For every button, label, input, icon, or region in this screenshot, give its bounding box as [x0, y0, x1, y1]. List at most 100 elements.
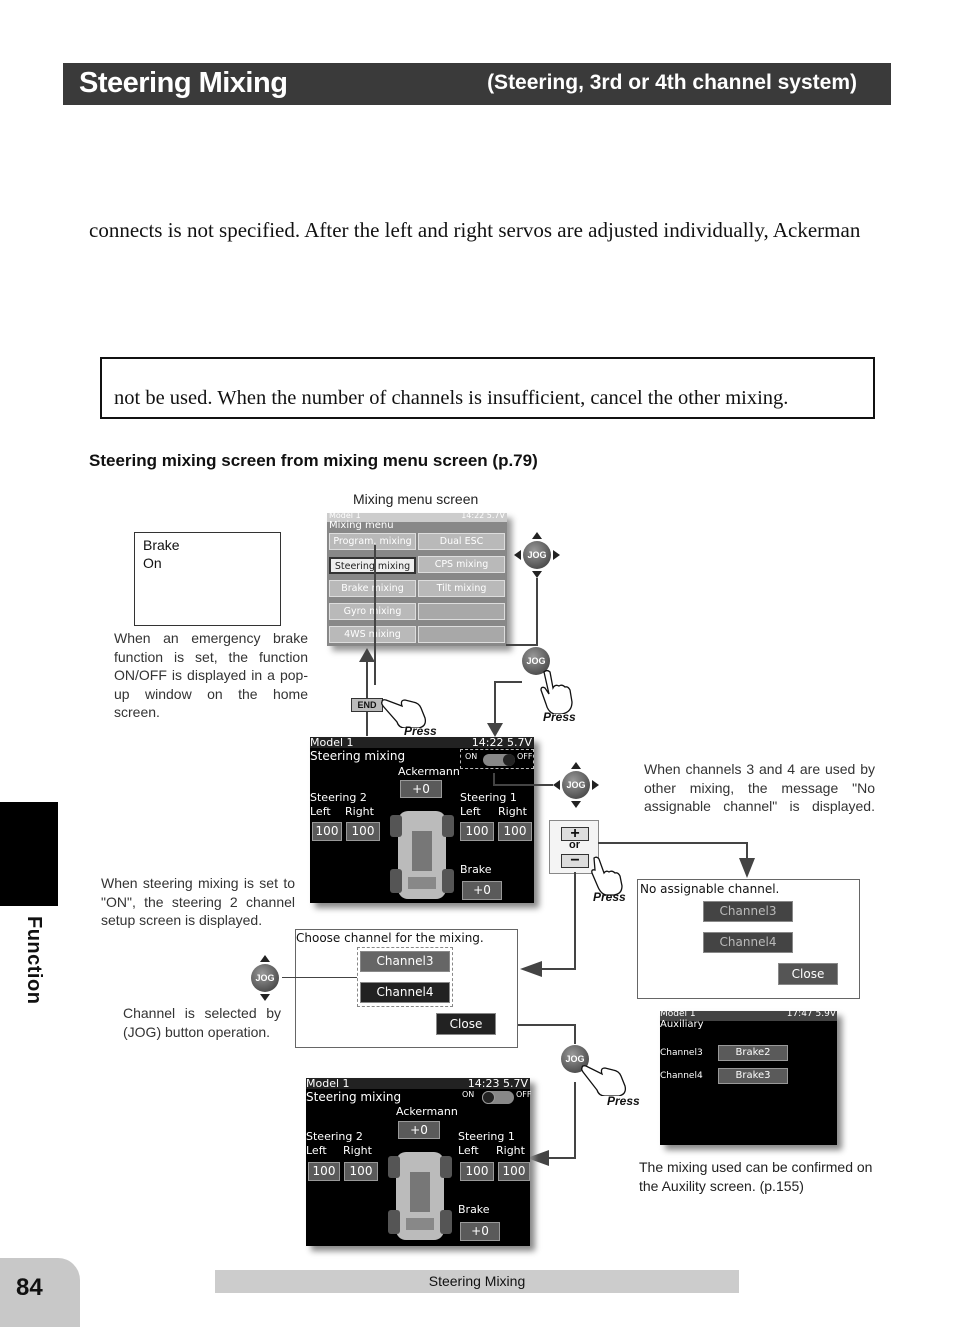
menu-item-dual-esc[interactable]: Dual ESC	[418, 533, 505, 550]
model-label: Model 1	[306, 1077, 350, 1090]
page-title: Steering Mixing	[79, 67, 288, 99]
close-button[interactable]: Close	[436, 1013, 496, 1035]
connector-line	[374, 545, 376, 685]
steering2-right-value[interactable]: 100	[346, 822, 380, 841]
right-label: Right	[345, 805, 374, 818]
jog-label: JOG	[522, 647, 550, 675]
screen-title: Auxiliary	[660, 1019, 704, 1030]
page-number: 84	[16, 1274, 43, 1301]
left-label: Left	[310, 805, 331, 818]
steering2-label: Steering 2	[306, 1130, 363, 1143]
connector-line	[494, 681, 496, 721]
menu-item-brake-mixing[interactable]: Brake mixing	[329, 580, 416, 597]
press-label: Press	[543, 710, 576, 724]
channel-selection-frame	[357, 947, 453, 1007]
page-number-tab	[0, 1258, 80, 1327]
right-label: Right	[343, 1144, 372, 1157]
steering2-left-value[interactable]: 100	[312, 822, 342, 841]
status-label: 17:47 5.9V	[786, 1009, 836, 1019]
brake-popup-box: Brake On	[134, 532, 281, 626]
connector-line	[574, 1082, 576, 1158]
section-heading: Steering mixing screen from mixing menu …	[89, 451, 538, 470]
menu-item-cps-mixing[interactable]: CPS mixing	[418, 556, 505, 573]
aux-row2-value[interactable]: Brake3	[718, 1068, 788, 1084]
connector-line	[518, 1024, 576, 1026]
brake-value[interactable]: +0	[462, 881, 502, 900]
jog-label: JOG	[523, 541, 551, 569]
footer-section-name: Steering Mixing	[215, 1270, 739, 1293]
steering2-right-value[interactable]: 100	[344, 1162, 378, 1181]
aux-row1-value[interactable]: Brake2	[718, 1045, 788, 1061]
connector-line	[574, 1024, 576, 1044]
menu-item-tilt-mixing[interactable]: Tilt mixing	[418, 580, 505, 597]
hand-pointer-icon	[581, 1065, 627, 1096]
right-label: Right	[498, 805, 527, 818]
connector-line	[746, 842, 748, 862]
jog-direction-icon	[553, 762, 599, 808]
steering-on-note: When steering mixing is set to "ON", the…	[101, 875, 295, 928]
hand-pointer-icon	[540, 669, 573, 714]
aux-row1-label: Channel3	[660, 1048, 703, 1058]
connector-line	[574, 872, 576, 970]
page-subtitle: (Steering, 3rd or 4th channel system)	[487, 71, 857, 94]
auxiliary-screen: Model 1 17:47 5.9V Auxiliary Channel3 Br…	[660, 1009, 837, 1145]
mixing-menu-caption: Mixing menu screen	[353, 491, 479, 507]
brake-popup-line1: Brake	[143, 537, 180, 553]
steering1-right-value[interactable]: 100	[498, 1162, 530, 1181]
steering-mixing-screen-1: Model 1 14:22 5.7V Steering mixing ON OF…	[310, 736, 534, 903]
menu-status: 14:22 5.7V	[461, 511, 505, 520]
arrow-down-icon	[487, 715, 503, 737]
model-label: Model 1	[660, 1009, 696, 1019]
menu-item-steering-mixing[interactable]: Steering mixing	[329, 557, 416, 574]
toggle-off-label: OFF	[517, 752, 533, 761]
ackermann-label: Ackermann	[396, 1105, 458, 1118]
car-chassis-icon	[390, 811, 454, 899]
aux-row2-label: Channel4	[660, 1071, 703, 1081]
auxiliary-note: The mixing used can be confirmed on the …	[639, 1159, 873, 1194]
jog-button-3[interactable]: JOG	[553, 762, 599, 808]
menu-item-gyro-mixing[interactable]: Gyro mixing	[329, 603, 416, 620]
minus-button[interactable]: −	[561, 853, 589, 869]
steering2-label: Steering 2	[310, 791, 367, 804]
toggle-on-label: ON	[465, 752, 478, 761]
connector-line	[540, 968, 576, 970]
menu-title: Mixing menu	[329, 520, 394, 531]
steering1-left-value[interactable]: 100	[460, 1162, 494, 1181]
channel4-option: Channel4	[703, 932, 793, 953]
status-label: 14:23 5.7V	[467, 1077, 528, 1090]
menu-model: Model 1	[329, 511, 361, 520]
connector-line	[494, 681, 522, 683]
brake-value[interactable]: +0	[460, 1222, 500, 1241]
press-label: Press	[607, 1094, 640, 1108]
menu-item-program-mixing[interactable]: Program. mixing	[329, 533, 416, 550]
menu-item-4ws-mixing[interactable]: 4WS mixing	[329, 626, 416, 643]
jog-button-2[interactable]: JOG	[514, 638, 560, 684]
ackermann-label: Ackermann	[398, 765, 460, 778]
brake-label: Brake	[458, 1203, 490, 1216]
close-button[interactable]: Close	[778, 963, 838, 985]
channel3-option[interactable]: Channel3	[360, 951, 450, 972]
press-label: Press	[593, 890, 626, 904]
screen-title: Steering mixing	[306, 1090, 402, 1104]
on-off-toggle[interactable]: ON OFF	[456, 1088, 532, 1108]
ackermann-value[interactable]: +0	[398, 1121, 440, 1139]
steering1-left-value[interactable]: 100	[460, 822, 494, 841]
ackermann-value[interactable]: +0	[400, 780, 442, 798]
plus-button[interactable]: +	[561, 826, 589, 842]
menu-item-empty	[418, 626, 505, 643]
on-off-toggle[interactable]: ON OFF	[460, 749, 534, 769]
end-button[interactable]: END	[351, 698, 383, 712]
connector-line	[598, 842, 748, 844]
jog-direction-icon	[260, 955, 270, 1001]
brake-popup-line2: On	[143, 555, 162, 571]
steering1-right-value[interactable]: 100	[498, 822, 532, 841]
left-label: Left	[460, 805, 481, 818]
brake-popup-description: When an emergency brake function is set,…	[114, 630, 308, 720]
choose-channel-popup: Choose channel for the mixing. Channel3 …	[295, 929, 518, 1048]
jog-button-4[interactable]: JOG	[242, 955, 288, 1001]
channel4-option[interactable]: Channel4	[360, 982, 450, 1003]
jog-button-1[interactable]: JOG	[514, 532, 560, 578]
right-label: Right	[496, 1144, 525, 1157]
arrow-down-icon	[739, 858, 755, 878]
steering2-left-value[interactable]: 100	[308, 1162, 340, 1181]
